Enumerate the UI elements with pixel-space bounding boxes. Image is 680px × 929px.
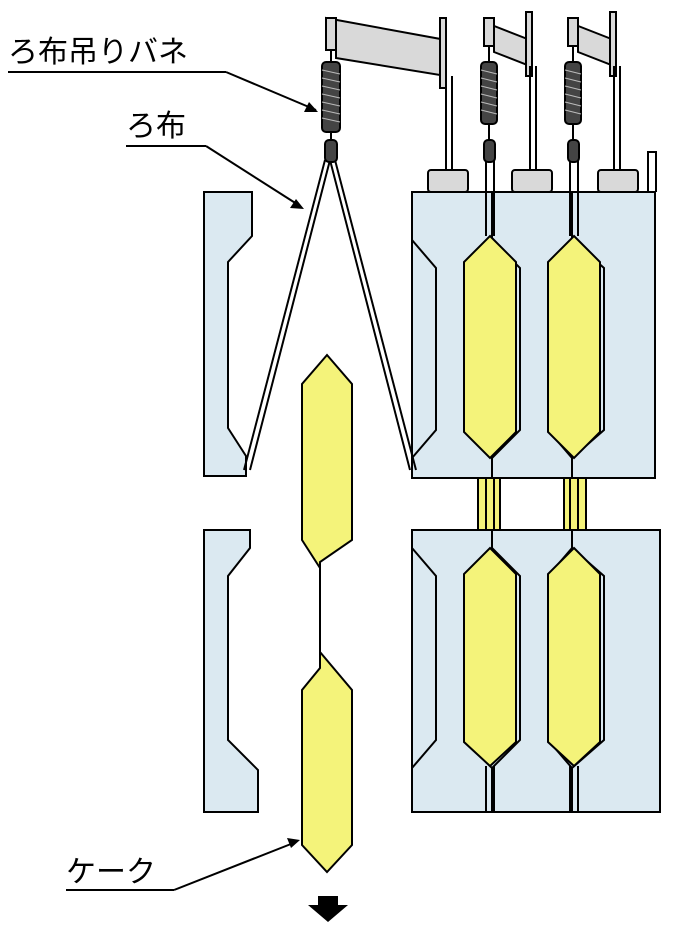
- down-arrow-icon: [308, 896, 348, 922]
- plate-head-block: [597, 169, 639, 193]
- hanger-assembly: [321, 11, 621, 170]
- left-plate-upper: [203, 191, 253, 477]
- upper-cake: [547, 234, 601, 460]
- lower-cloth-line: [485, 766, 579, 812]
- lower-plate-row: [411, 529, 661, 813]
- falling-cake: [301, 353, 353, 874]
- left-plate-lower: [203, 529, 259, 813]
- label-cloth: ろ布: [126, 109, 304, 209]
- label-cake-text: ケーク: [66, 855, 156, 890]
- label-cake: ケーク: [66, 838, 300, 891]
- plate-head-block: [511, 169, 553, 193]
- lower-cake: [547, 546, 601, 768]
- spring-icon: [564, 61, 582, 125]
- upper-cake: [463, 234, 517, 460]
- plate-head-block: [427, 169, 469, 193]
- cake-connector: [477, 477, 501, 531]
- label-cloth-text: ろ布: [126, 109, 186, 144]
- lower-cake: [463, 546, 517, 768]
- cloth-connector: [485, 478, 579, 530]
- spring-icon: [480, 61, 498, 125]
- filter-cloth: [243, 159, 417, 471]
- label-spring-text: ろ布吊りバネ: [8, 35, 188, 70]
- upper-plate-row: [411, 151, 657, 479]
- upper-frame-lip: [647, 151, 657, 192]
- label-spring: ろ布吊りバネ: [8, 35, 318, 112]
- upper-cloth-line: [485, 160, 579, 236]
- cake-connector: [563, 477, 587, 531]
- hanger-bracket: [325, 16, 447, 78]
